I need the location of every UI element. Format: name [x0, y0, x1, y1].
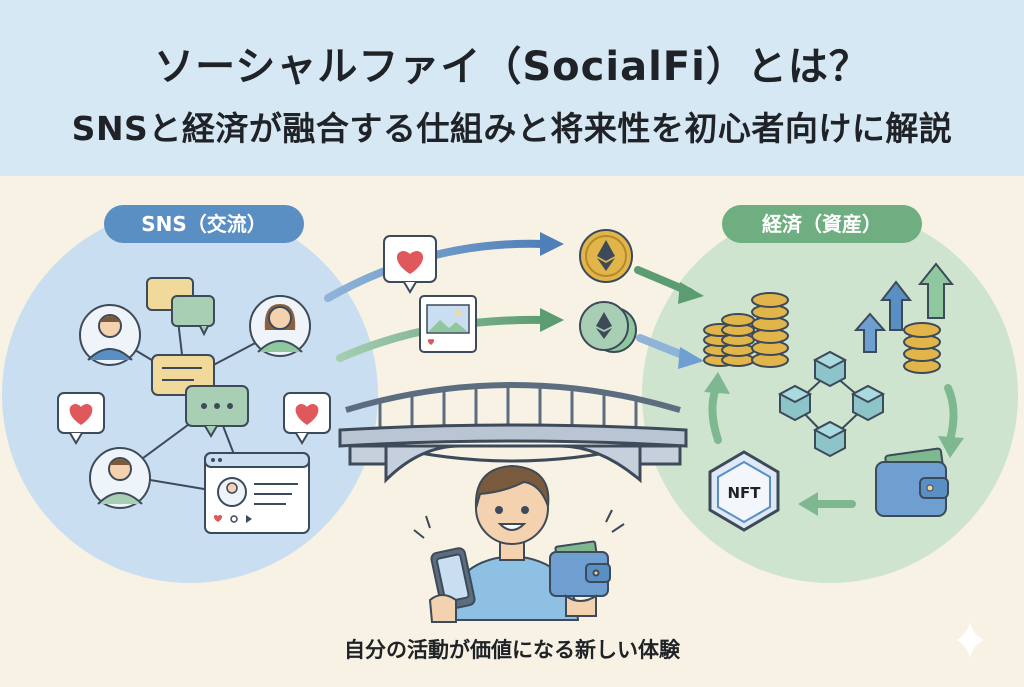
- chat-bubble-icon: [146, 277, 215, 337]
- wallet-icon: [875, 447, 949, 517]
- coin-stack-icon: [903, 322, 941, 374]
- nft-badge-icon: NFT: [708, 450, 780, 532]
- smartphone-icon: [428, 547, 476, 623]
- profile-card-icon: [204, 452, 310, 534]
- page-subtitle: SNSと経済が融合する仕組みと将来性を初心者向けに解説: [71, 109, 953, 148]
- user-avatar-icon: [249, 295, 311, 357]
- bridge-icon: [338, 382, 688, 484]
- heart-icon: [383, 235, 437, 294]
- user-avatar-icon: [89, 447, 151, 509]
- sparkle-icon: [956, 622, 984, 658]
- user-avatar-icon: [79, 304, 141, 366]
- header-banner: ソーシャルファイ（SocialFi）とは？ SNSと経済が融合する仕組みと将来性…: [0, 0, 1024, 176]
- blockchain-cube-icon: [777, 350, 886, 458]
- heart-icon: [57, 392, 105, 445]
- image-post-icon: [419, 295, 477, 353]
- page-title: ソーシャルファイ（SocialFi）とは？: [154, 44, 870, 90]
- heart-icon: [283, 392, 331, 445]
- ethereum-coin-icon: [579, 301, 637, 353]
- sparkle-lines: [413, 509, 625, 539]
- economy-circle: [642, 207, 1018, 583]
- economy-label: 経済（資産）: [722, 205, 922, 243]
- growth-arrows: [853, 262, 955, 353]
- caption: 自分の活動が価値になる新しい体験: [344, 638, 680, 662]
- svg-text:NFT: NFT: [727, 484, 761, 502]
- wallet-icon: [549, 540, 611, 617]
- chat-bubble-icon: [185, 385, 249, 438]
- ethereum-coin-icon: [579, 229, 633, 283]
- sns-label: SNS（交流）: [104, 205, 304, 243]
- coin-stack-icon: [703, 292, 789, 368]
